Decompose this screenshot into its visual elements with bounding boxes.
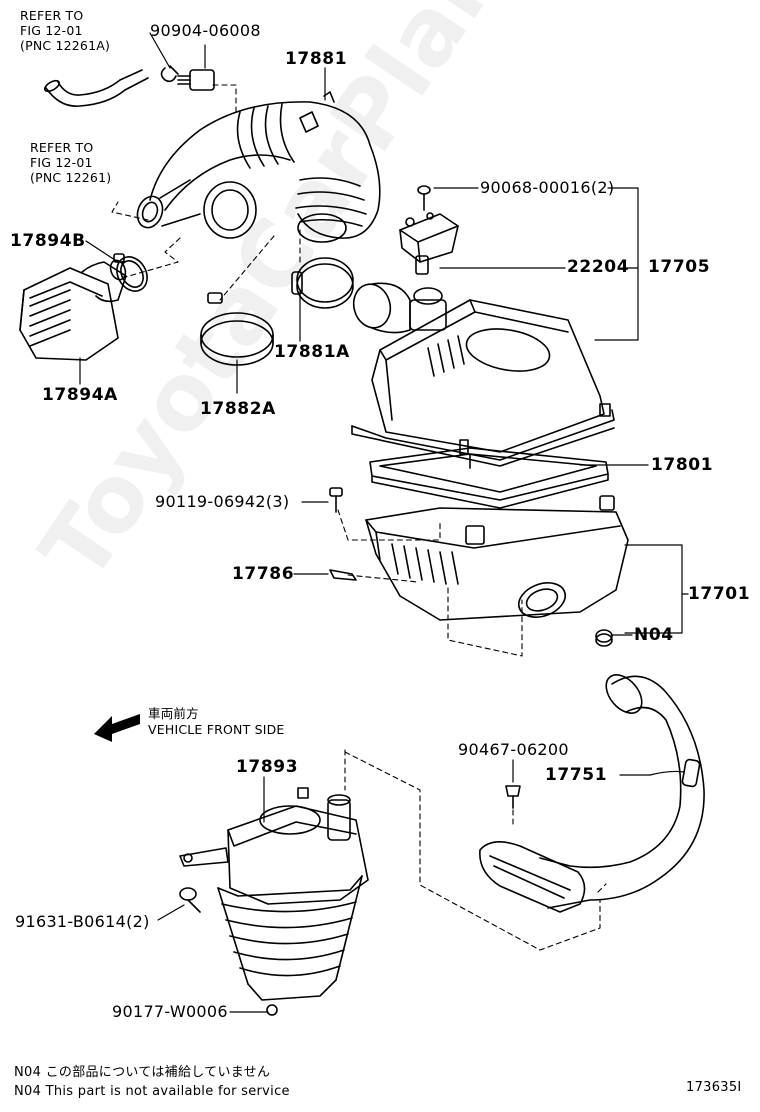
part-number-17881[interactable]: 17881 [285,49,348,69]
part-number-17894a[interactable]: 17894A [42,385,118,405]
part-number-90119-06942[interactable]: 90119-06942(3) [155,492,290,511]
part-number-90904-06008[interactable]: 90904-06008 [150,21,261,40]
part-number-17893[interactable]: 17893 [236,757,299,777]
inlet-duct [479,674,705,913]
assembly-dashed-lines [111,84,607,951]
part-number-17705[interactable]: 17705 [648,257,711,277]
part-number-n04[interactable]: N04 [634,625,674,645]
grommet-n04 [595,629,613,647]
part-number-17894b[interactable]: 17894B [10,231,86,251]
screw-90068 [417,185,431,211]
refer-note-line: REFER TO [20,8,84,23]
figure-id: 173635I [686,1080,742,1095]
part-number-90068-00016[interactable]: 90068-00016(2) [480,178,615,197]
footnote-en: N04 This part is not available for servi… [14,1084,290,1099]
refer-note-12261: REFER TO FIG 12-01 (PNC 12261) [30,140,111,185]
resonator-17893 [179,787,369,1001]
refer-note-line: (PNC 12261) [30,170,112,185]
airflow-meter [399,212,459,275]
part-number-17801[interactable]: 17801 [651,455,714,475]
part-number-17701[interactable]: 17701 [688,584,751,604]
refer-note-line: FIG 12-01 [20,23,83,38]
connector-fitting [177,69,215,91]
intake-air-hose [136,91,381,243]
vehicle-front-arrow-icon [94,714,140,742]
footnote-jp: N04 この部品については補給していません [14,1065,271,1080]
bolt-90119 [329,487,343,513]
clamp-17786 [329,569,357,581]
vehicle-front-label-jp: 車両前方 [148,706,199,721]
hose-clip [160,65,179,83]
part-number-17751[interactable]: 17751 [545,765,608,785]
resonator-box [19,259,127,361]
part-number-22204[interactable]: 22204 [567,257,630,277]
bolt-91631 [179,887,201,913]
clip-90467 [505,785,521,809]
hose-clamp-17894b [113,253,148,292]
hose-clamp-17882a [200,292,274,366]
refer-note-line: (PNC 12261A) [20,38,111,53]
vacuum-hose [43,69,149,107]
refer-note-line: FIG 12-01 [30,155,93,170]
part-number-90467-06200[interactable]: 90467-06200 [458,740,569,759]
part-number-91631-b0614[interactable]: 91631-B0614(2) [15,912,150,931]
part-number-17882a[interactable]: 17882A [200,399,276,419]
air-filter-element [369,447,609,509]
part-number-17881a[interactable]: 17881A [274,342,350,362]
part-number-90177-w0006[interactable]: 90177-W0006 [112,1002,228,1021]
refer-note-line: REFER TO [30,140,94,155]
air-cleaner-case [365,495,629,621]
hose-clamp-17881a [291,257,354,309]
refer-note-12261a: REFER TO FIG 12-01 (PNC 12261A) [20,8,110,53]
part-number-17786[interactable]: 17786 [232,564,295,584]
vehicle-front-label-en: VEHICLE FRONT SIDE [148,722,285,737]
clip-90177 [266,1004,278,1016]
air-cleaner-cap [351,282,615,467]
